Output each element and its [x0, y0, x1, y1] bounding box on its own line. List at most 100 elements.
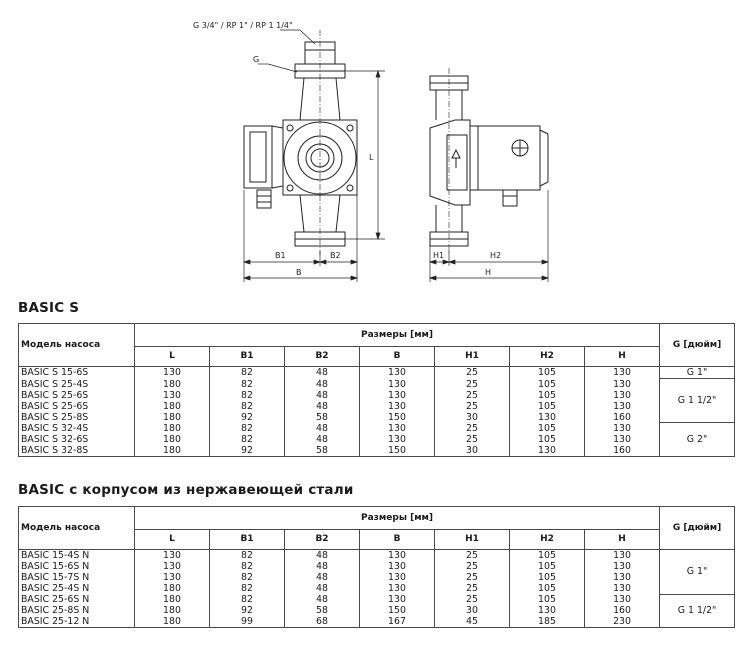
cell-h2: 105 — [509, 400, 585, 412]
cell-b2: 48 — [284, 594, 360, 605]
cell-b2: 48 — [284, 366, 360, 379]
cell-l: 130 — [134, 366, 210, 379]
cell-model: BASIC 15-4S N — [18, 549, 135, 561]
cell-b2: 48 — [284, 422, 360, 434]
column-header-h: H — [583, 529, 661, 550]
cell-b2: 48 — [284, 433, 360, 445]
cell-b1: 82 — [209, 400, 285, 412]
cell-b1: 82 — [209, 422, 285, 434]
column-header-g: G [дюйм] — [659, 323, 736, 367]
column-header-b1: B1 — [209, 346, 285, 367]
cell-b: 130 — [359, 389, 435, 401]
cell-b1: 82 — [209, 561, 285, 572]
cell-b: 130 — [359, 561, 435, 572]
cell-h1: 25 — [434, 378, 510, 390]
cell-h1: 25 — [434, 549, 510, 561]
cell-b2: 48 — [284, 572, 360, 583]
cell-b2: 68 — [284, 616, 360, 628]
cell-b1: 99 — [209, 616, 285, 628]
column-header-h: H — [583, 346, 661, 367]
dim-h2-label: H2 — [490, 251, 501, 260]
cell-b: 167 — [359, 616, 435, 628]
cell-h1: 25 — [434, 594, 510, 605]
cell-h: 130 — [583, 400, 661, 412]
cell-b: 130 — [359, 378, 435, 390]
cell-model: BASIC S 25-6S — [18, 400, 135, 412]
cell-b2: 48 — [284, 389, 360, 401]
cell-b1: 82 — [209, 583, 285, 594]
column-header-h1: H1 — [434, 529, 510, 550]
cell-h1: 25 — [434, 583, 510, 594]
cell-b1: 82 — [209, 549, 285, 561]
cell-b: 130 — [359, 594, 435, 605]
cell-l: 180 — [134, 400, 210, 412]
cell-l: 180 — [134, 378, 210, 390]
cell-h: 130 — [583, 378, 661, 390]
column-header-h2: H2 — [509, 529, 585, 550]
dim-b2-label: B2 — [330, 251, 341, 260]
cell-h2: 130 — [509, 444, 585, 457]
cell-g-thread: G 1 1/2" — [659, 593, 736, 628]
cell-l: 180 — [134, 422, 210, 434]
column-header-g: G [дюйм] — [659, 506, 736, 550]
cell-b1: 82 — [209, 366, 285, 379]
cell-b: 150 — [359, 444, 435, 457]
cell-model: BASIC S 25-8S — [18, 411, 135, 423]
cell-h2: 185 — [509, 616, 585, 628]
column-header-b1: B1 — [209, 529, 285, 550]
cell-l: 130 — [134, 572, 210, 583]
cell-l: 180 — [134, 444, 210, 457]
column-header-b: B — [359, 346, 435, 367]
cell-model: BASIC 25-8S N — [18, 605, 135, 616]
cell-l: 180 — [134, 594, 210, 605]
cell-h: 130 — [583, 549, 661, 561]
cell-h: 130 — [583, 594, 661, 605]
cell-h2: 105 — [509, 561, 585, 572]
cell-b1: 82 — [209, 572, 285, 583]
section-title-basic-s: BASIC S — [18, 300, 80, 316]
cell-model: BASIC 15-7S N — [18, 572, 135, 583]
cell-h2: 105 — [509, 583, 585, 594]
cell-h1: 25 — [434, 572, 510, 583]
cell-b: 130 — [359, 400, 435, 412]
column-header-model: Модель насоса — [18, 323, 135, 367]
cell-h2: 105 — [509, 389, 585, 401]
cell-model: BASIC S 25-4S — [18, 378, 135, 390]
cell-model: BASIC S 32-4S — [18, 422, 135, 434]
cell-l: 180 — [134, 616, 210, 628]
cell-h2: 105 — [509, 594, 585, 605]
dim-l-label: L — [369, 153, 374, 162]
cell-h2: 130 — [509, 605, 585, 616]
cell-h2: 130 — [509, 411, 585, 423]
front-dimension-lines — [242, 29, 385, 282]
cell-h2: 105 — [509, 433, 585, 445]
cell-b1: 82 — [209, 433, 285, 445]
column-header-l: L — [134, 346, 210, 367]
column-header-b2: B2 — [284, 529, 360, 550]
cell-h: 130 — [583, 422, 661, 434]
cell-b1: 92 — [209, 444, 285, 457]
cell-b: 130 — [359, 433, 435, 445]
cell-l: 130 — [134, 549, 210, 561]
cell-model: BASIC 15-6S N — [18, 561, 135, 572]
cell-b2: 48 — [284, 583, 360, 594]
cell-h1: 30 — [434, 411, 510, 423]
cell-h2: 105 — [509, 549, 585, 561]
cell-g-thread: G 1" — [659, 366, 736, 379]
column-header-l: L — [134, 529, 210, 550]
spec-table-basic-stainless: Модель насоса Размеры [мм] G [дюйм] L B1… — [18, 506, 736, 628]
cell-b1: 92 — [209, 605, 285, 616]
cell-b: 150 — [359, 605, 435, 616]
cell-l: 130 — [134, 389, 210, 401]
